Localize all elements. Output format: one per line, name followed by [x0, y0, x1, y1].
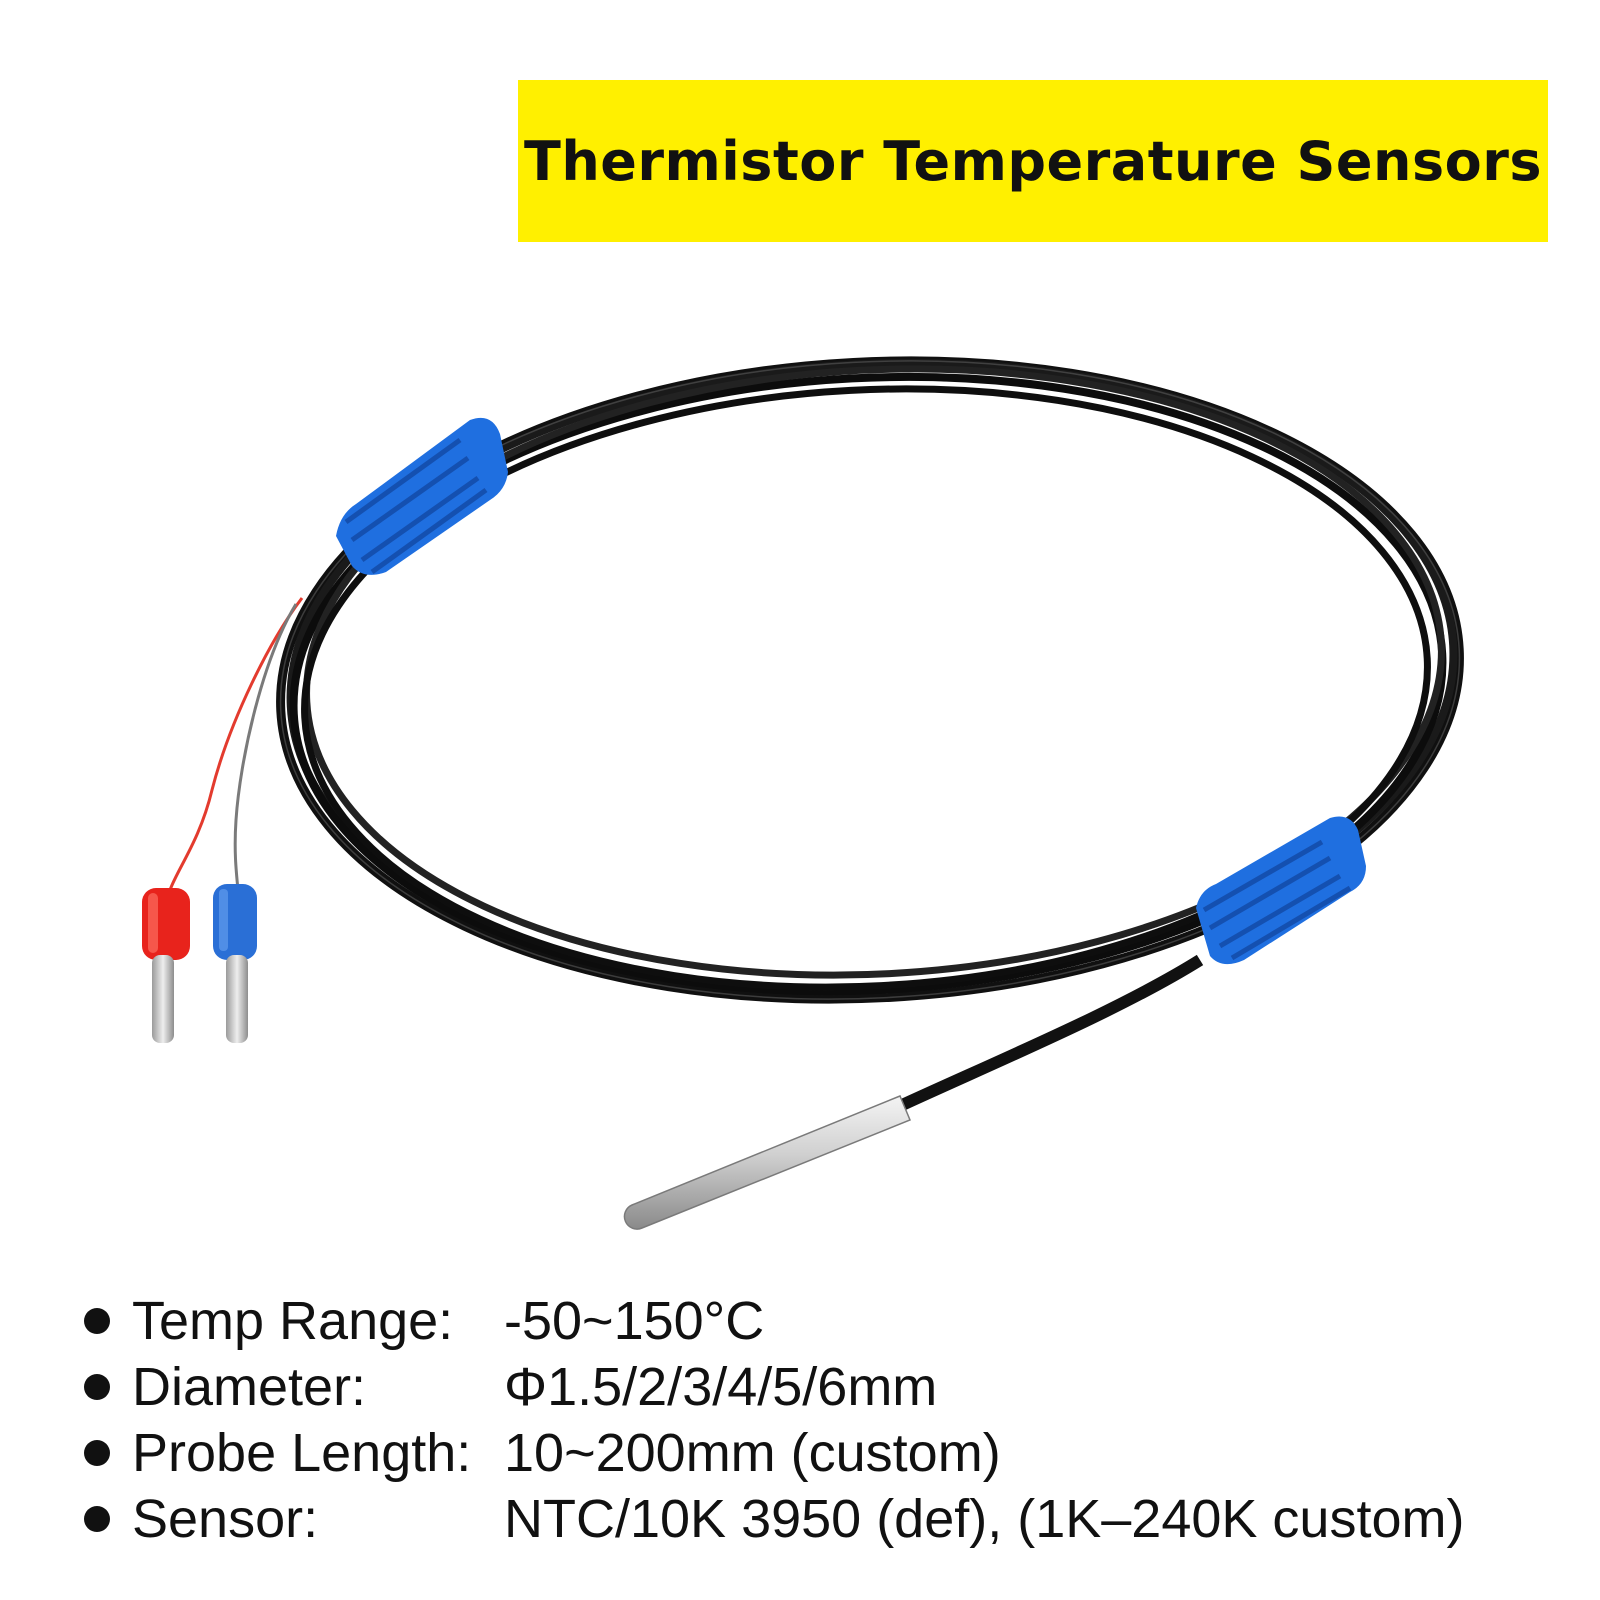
bullet-icon [84, 1440, 110, 1466]
bullet-icon [84, 1506, 110, 1532]
page-title: Thermistor Temperature Sensors [524, 129, 1542, 193]
blue-cable-clip-right [1196, 816, 1366, 965]
ferrule-red [142, 888, 190, 1043]
spec-label: Probe Length: [132, 1423, 472, 1483]
title-banner: Thermistor Temperature Sensors [518, 80, 1548, 242]
blue-cable-clip-left [336, 417, 508, 575]
spec-label: Temp Range: [132, 1291, 454, 1351]
spec-label: Diameter: [132, 1357, 367, 1417]
spec-value: NTC/10K 3950 (def), (1K–240K custom) [504, 1489, 1465, 1549]
bullet-icon [84, 1374, 110, 1400]
spec-value: Φ1.5/2/3/4/5/6mm [504, 1357, 938, 1417]
spec-row-probe-length: Probe Length: 10~200mm (custom) [80, 1420, 1560, 1486]
lead-wires [168, 597, 304, 891]
spec-row-sensor: Sensor: NTC/10K 3950 (def), (1K–240K cus… [80, 1486, 1560, 1552]
spec-label: Sensor: [132, 1489, 319, 1549]
spec-row-temp-range: Temp Range: -50~150°C [80, 1288, 1560, 1354]
bullet-icon [84, 1308, 110, 1334]
spec-list: Temp Range: -50~150°C Diameter: Φ1.5/2/3… [80, 1288, 1560, 1552]
ferrule-blue [213, 884, 257, 1043]
steel-probe [623, 1095, 911, 1230]
probe-cable [897, 954, 1204, 1112]
spec-row-diameter: Diameter: Φ1.5/2/3/4/5/6mm [80, 1354, 1560, 1420]
spec-value: -50~150°C [504, 1291, 765, 1351]
cable-coil [276, 356, 1464, 1004]
product-photo [142, 356, 1464, 1230]
spec-value: 10~200mm (custom) [504, 1423, 1001, 1483]
